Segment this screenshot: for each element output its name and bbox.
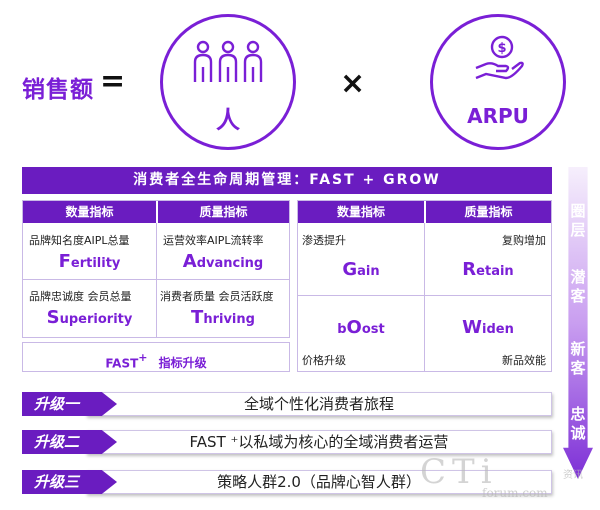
fast-term-superiority: Superiority	[46, 307, 133, 328]
grow-term-retain: Retain	[462, 259, 514, 280]
side-label-loyal: 忠诚	[570, 405, 586, 442]
fast-desc-superiority: 品牌忠诚度 会员总量	[29, 290, 132, 303]
times-sign: ×	[340, 66, 366, 101]
grow-term-boost: bOost	[337, 317, 385, 338]
watermark-corner: 资讯	[563, 470, 583, 481]
fast-term-advancing: Advancing	[182, 251, 264, 272]
fast-desc-advancing: 运营效率AIPL流转率	[163, 234, 264, 247]
grow-header-quantity: 数量指标	[298, 201, 424, 223]
person-label: 人	[216, 106, 240, 134]
fast-desc-fertility: 品牌知名度AIPL总量	[29, 234, 130, 247]
side-label-new: 新客	[570, 340, 586, 377]
fast-desc-thriving: 消费者质量 会员活跃度	[160, 290, 274, 303]
upgrade-3-text: 策略人群2.0（品牌心智人群）	[86, 470, 552, 494]
arpu-circle	[430, 14, 566, 150]
lifecycle-banner: 消费者全生命周期管理：FAST + GROW	[22, 167, 552, 194]
money-hand-icon: $	[475, 35, 524, 80]
upgrade-2-text: FAST ⁺以私域为核心的全域消费者运营	[86, 430, 552, 454]
grow-term-gain: Gain	[342, 259, 380, 280]
fast-divider-h	[23, 279, 289, 280]
side-label-prospect: 潜客	[570, 268, 586, 305]
fast-term-fertility: Fertility	[58, 251, 121, 272]
grow-term-widen: Widen	[462, 317, 514, 338]
svg-text:$: $	[497, 41, 506, 56]
fast-plus-box: FAST+ 指标升级	[22, 342, 290, 372]
upgrade-2-tag: 升级二	[22, 430, 117, 454]
fast-term-thriving: Thriving	[191, 307, 255, 328]
people-icon	[193, 40, 263, 82]
grow-desc-gain: 渗透提升	[302, 234, 346, 247]
fast-plus-suffix: 指标升级	[158, 356, 207, 371]
upgrade-1-text: 全域个性化消费者旅程	[86, 392, 552, 416]
person-circle	[160, 14, 296, 150]
grow-header-quality: 质量指标	[426, 201, 551, 223]
grow-divider-v	[424, 223, 425, 371]
fast-header-quantity: 数量指标	[23, 201, 156, 223]
equals-sign: =	[100, 64, 126, 99]
arpu-label: ARPU	[467, 104, 529, 128]
grow-divider-h	[298, 295, 551, 296]
side-label-circle: 圈层	[570, 202, 586, 239]
watermark-logo: CTi	[420, 452, 498, 492]
grow-desc-widen: 新品效能	[502, 354, 546, 367]
fast-plus-sup: +	[138, 351, 148, 364]
grow-grid: 数量指标 质量指标 渗透提升 Gain 复购增加 Retain bOost 价格…	[297, 200, 552, 372]
watermark-sub: forum.com	[482, 486, 548, 500]
upgrade-1-tag: 升级一	[22, 392, 117, 416]
upgrade-3-tag: 升级三	[22, 470, 117, 494]
fast-divider-v	[156, 223, 157, 337]
fast-grid: 数量指标 质量指标 品牌知名度AIPL总量 Fertility 运营效率AIPL…	[22, 200, 290, 338]
grow-desc-boost: 价格升级	[302, 354, 346, 367]
fast-header-quality: 质量指标	[158, 201, 289, 223]
fast-plus-label: FAST	[105, 356, 139, 371]
formula-label: 销售额	[22, 77, 94, 103]
grow-desc-retain: 复购增加	[502, 234, 546, 247]
